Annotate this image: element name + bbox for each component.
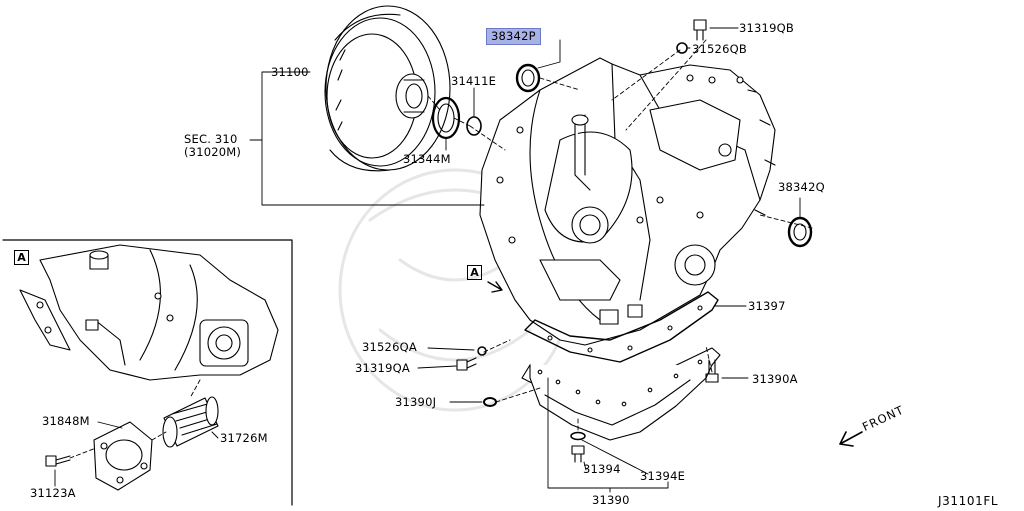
part-label-31319QA[interactable]: 31319QA [355,361,410,375]
washer-31526QA [477,346,487,356]
part-label-31390[interactable]: 31390 [592,493,630,507]
section-ref-sub-label: (31020M) [184,145,242,159]
inset-leaders [54,421,219,487]
front-arrow-icon [839,431,863,447]
view-arrow-icon [487,281,503,293]
part-label-31394E[interactable]: 31394E [640,469,686,483]
inset-cover-31848M [93,421,153,491]
leader-lines [249,27,801,493]
transmission-case [479,57,776,346]
gasket-31397 [524,291,719,363]
washer-31526QB [676,42,688,54]
diagram-code: J31101FL [938,494,999,508]
inset-frame [2,239,293,506]
part-label-31726M[interactable]: 31726M [220,431,268,445]
bolt-31390A [705,359,719,383]
part-label-31319QB[interactable]: 31319QB [739,21,794,35]
dashed-guides [427,39,813,431]
part-label-31123A[interactable]: 31123A [30,486,76,500]
drain-plug-31394 [570,431,586,463]
part-label-31344M[interactable]: 31344M [403,152,451,166]
part-label-31390J[interactable]: 31390J [395,395,437,409]
bolt-31319QA [456,357,477,371]
part-label-31390A[interactable]: 31390A [752,372,798,386]
part-label-31526QB[interactable]: 31526QB [692,42,747,56]
bolt-31319QB [693,19,707,41]
inset-drawing [19,244,279,381]
o-ring-31411E [466,116,482,136]
part-label-31526QA[interactable]: 31526QA [362,340,417,354]
section-ref-label[interactable]: SEC. 310 [184,132,238,146]
part-label-38342Q[interactable]: 38342Q [778,180,825,194]
inset-dashed [69,379,201,459]
part-label-31397[interactable]: 31397 [748,299,786,313]
oil-pan [521,347,721,441]
seal-38342P [515,63,541,93]
inset-tag: A [14,250,29,265]
torque-converter [324,5,451,172]
part-label-38342P[interactable]: 38342P [486,28,541,45]
part-label-31100[interactable]: 31100 [271,65,309,79]
inset-filter-31726M [162,396,219,448]
part-label-31848M[interactable]: 31848M [42,414,90,428]
gasket-holes [547,305,703,353]
part-label-31394[interactable]: 31394 [583,462,621,476]
seal-38342Q [787,216,813,248]
inset-bolt-31123A [45,455,71,467]
view-tag: A [467,265,482,280]
part-label-31411E[interactable]: 31411E [451,74,497,88]
